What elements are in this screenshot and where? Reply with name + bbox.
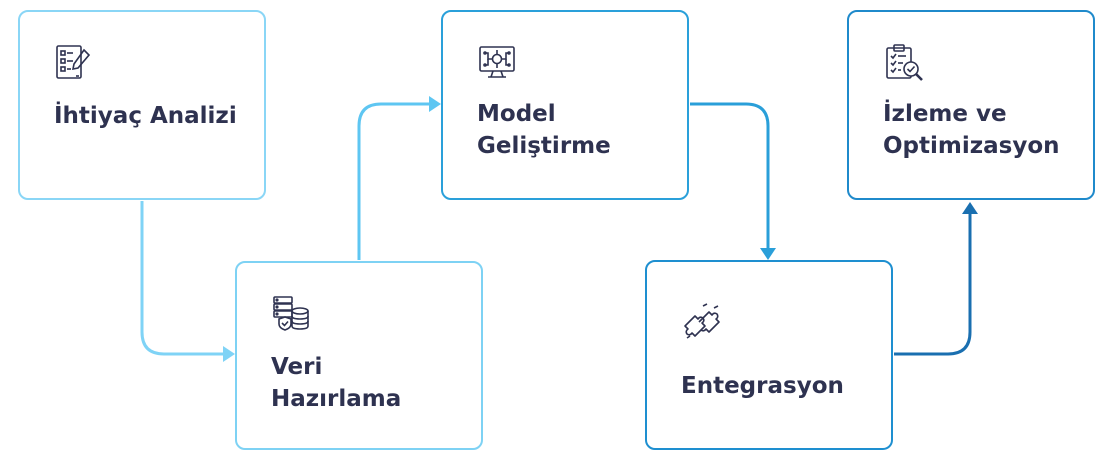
step-title-line: Optimizasyon — [883, 133, 1060, 159]
arrowhead-down — [760, 248, 776, 260]
step-title-line: İhtiyaç Analizi — [54, 103, 237, 129]
step-title: Model Geliştirme — [477, 98, 611, 162]
connector-entegrasyon-to-izleme — [894, 202, 978, 356]
step-title-line: Geliştirme — [477, 133, 611, 159]
checklist-edit-icon — [54, 42, 94, 86]
step-title: Veri Hazırlama — [271, 351, 401, 415]
connector-ihtiyac-to-veri — [140, 201, 235, 362]
step-izleme-optimizasyon: İzleme ve Optimizasyon — [847, 10, 1095, 200]
step-title-line: Entegrasyon — [681, 373, 844, 399]
step-title-line: Hazırlama — [271, 386, 402, 412]
step-title: İzleme ve Optimizasyon — [883, 98, 1060, 162]
step-entegrasyon: Entegrasyon — [645, 260, 893, 450]
step-title-line: Model — [477, 101, 556, 127]
step-title: İhtiyaç Analizi — [54, 100, 237, 132]
step-veri-hazirlama: Veri Hazırlama — [235, 261, 483, 450]
arrowhead-right — [223, 346, 235, 362]
monitor-circuit-icon — [477, 42, 517, 86]
step-ihtiyac-analizi: İhtiyaç Analizi — [18, 10, 266, 200]
step-title: Entegrasyon — [681, 370, 844, 402]
arrowhead-right — [429, 96, 441, 112]
step-model-gelistirme: Model Geliştirme — [441, 10, 689, 200]
puzzle-pieces-icon — [681, 300, 723, 346]
step-title-line: Veri — [271, 354, 323, 380]
database-shield-icon — [271, 293, 311, 337]
arrowhead-up — [962, 202, 978, 214]
connector-model-to-entegrasyon — [690, 102, 776, 260]
connector-veri-to-model — [357, 96, 441, 260]
step-title-line: İzleme ve — [883, 101, 1007, 127]
clipboard-magnifier-icon — [883, 42, 925, 88]
